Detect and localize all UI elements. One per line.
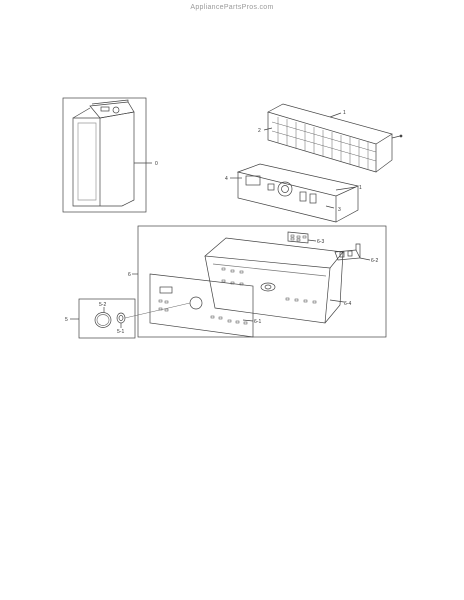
watermark: AppliancePartsPros.com [190, 4, 274, 11]
callout-5: 5 [65, 317, 68, 323]
callout-4: 4 [225, 176, 228, 182]
knob-parts [94, 302, 191, 328]
panel-frame-part [263, 103, 403, 173]
callout-6-1: 6-1 [254, 319, 261, 325]
callout-6-4: 6-4 [344, 301, 351, 307]
callout-6-2: 6-2 [371, 258, 378, 264]
button-pad-part [287, 231, 317, 244]
callout-6: 6 [128, 272, 131, 278]
knob-box [78, 298, 136, 339]
control-panel-housing [204, 237, 345, 324]
control-panel-box [137, 225, 387, 338]
callout-6-3: 6-3 [317, 239, 324, 245]
control-board-part [230, 163, 360, 223]
callout-2: 2 [258, 128, 261, 134]
callout-5-2: 5-2 [99, 302, 106, 308]
callout-1-board: 1 [359, 185, 362, 191]
control-panel-overlay [149, 273, 254, 338]
callout-0: 0 [155, 161, 158, 167]
switch-strip-part [334, 243, 371, 261]
callout-5-1: 5-1 [117, 329, 124, 335]
callout-1-top: 1 [343, 110, 346, 116]
callout-3: 3 [338, 207, 341, 213]
washer-illustration [72, 99, 152, 207]
washer-box [62, 97, 147, 213]
